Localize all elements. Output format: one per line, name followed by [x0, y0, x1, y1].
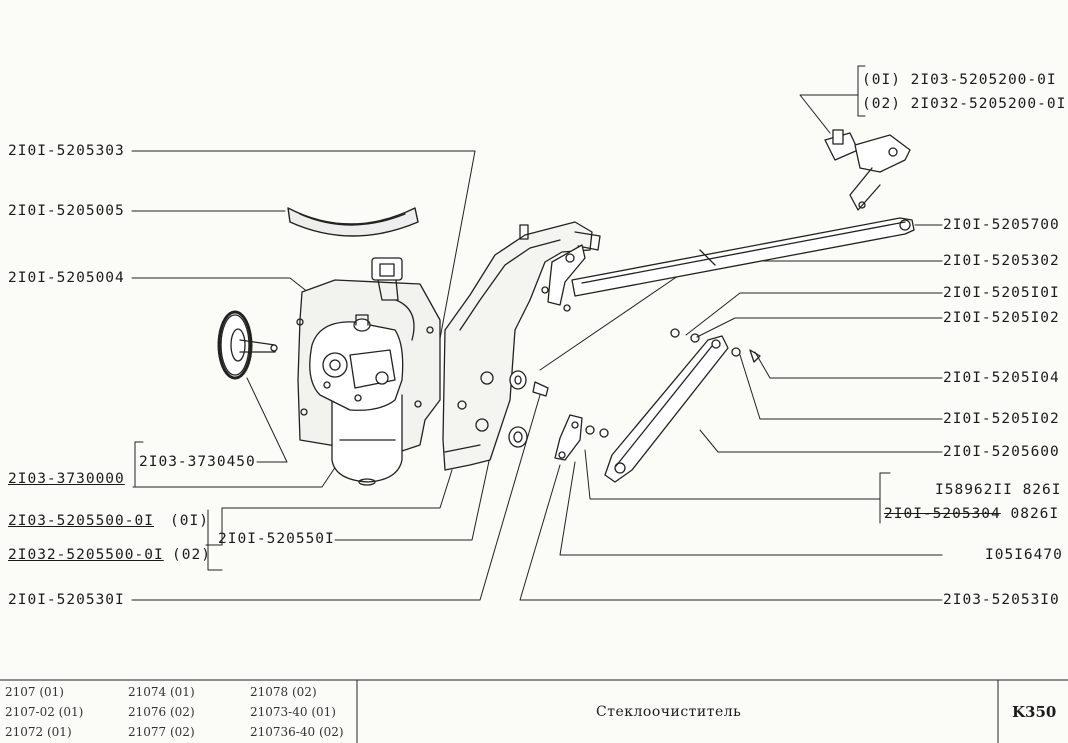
small-crank	[554, 414, 583, 461]
crank-lever	[541, 244, 586, 312]
part-label: 2I03-3730450	[139, 454, 256, 470]
footer-frame	[0, 679, 1068, 743]
part-label: 2I0I-5205I04	[943, 370, 1060, 386]
part-label-group: 2I0I-5205304 0826I	[884, 505, 1059, 523]
wiper-pivot	[824, 129, 911, 211]
part-label: 2I0I-5205I02	[943, 411, 1060, 427]
long-link-rod	[571, 217, 915, 297]
page-title: Стеклоочиститель	[596, 704, 742, 720]
frame-plate	[442, 221, 601, 471]
part-label: I05I6470	[985, 547, 1063, 563]
model-cell: 21076 (02)	[128, 705, 195, 719]
part-label: 2I0I-5205302	[943, 253, 1060, 269]
part-label: 2I032-5205500-0I	[8, 547, 164, 563]
model-cell: 2107-02 (01)	[5, 705, 84, 719]
part-label: 2I0I-5205I02	[943, 310, 1060, 326]
part-label: 2I0I-5205600	[943, 444, 1060, 460]
motor-body	[331, 394, 403, 486]
part-label: 2I03-5205500-0I	[8, 513, 154, 529]
model-cell: 21077 (02)	[128, 725, 195, 739]
gearbox	[309, 314, 404, 411]
short-link-rod	[604, 335, 729, 483]
model-cell: 210736-40 (02)	[250, 725, 344, 739]
page-code: K350	[1012, 703, 1057, 721]
part-label: 2I0I-520530I	[8, 592, 125, 608]
part-label-suffix: (02)	[172, 547, 211, 563]
small-parts	[508, 328, 761, 448]
part-label: 2I03-52053I0	[943, 592, 1060, 608]
part-label: I58962II 826I	[935, 482, 1062, 498]
part-label: 2I0I-5205005	[8, 203, 125, 219]
part-label: 2I03-3730000	[8, 471, 125, 487]
gear-wheel	[217, 310, 278, 380]
part-label: (02) 2I032-5205200-0I	[862, 96, 1067, 112]
part-label-suffix: 0826I	[1000, 506, 1060, 522]
part-label: 2I0I-5205004	[8, 270, 125, 286]
part-label: 2I0I-520550I	[218, 531, 335, 547]
model-cell: 21072 (01)	[5, 725, 72, 739]
part-label: 2I0I-5205303	[8, 143, 125, 159]
part-label: 2I0I-5205304	[884, 506, 1001, 522]
part-label: (0I) 2I03-5205200-0I	[862, 72, 1057, 88]
model-cell: 21078 (02)	[250, 685, 317, 699]
part-label-suffix: (0I)	[170, 513, 209, 529]
seal-strip	[287, 207, 419, 237]
model-cell: 21074 (01)	[128, 685, 195, 699]
part-label: 2I0I-5205700	[943, 217, 1060, 233]
part-label: 2I0I-5205I0I	[943, 285, 1060, 301]
title-block: 2107 (01) 21074 (01) 21078 (02) 2107-02 …	[0, 680, 1068, 743]
model-cell: 2107 (01)	[5, 685, 64, 699]
connector-plug	[371, 257, 415, 341]
model-cell: 21073-40 (01)	[250, 705, 336, 719]
